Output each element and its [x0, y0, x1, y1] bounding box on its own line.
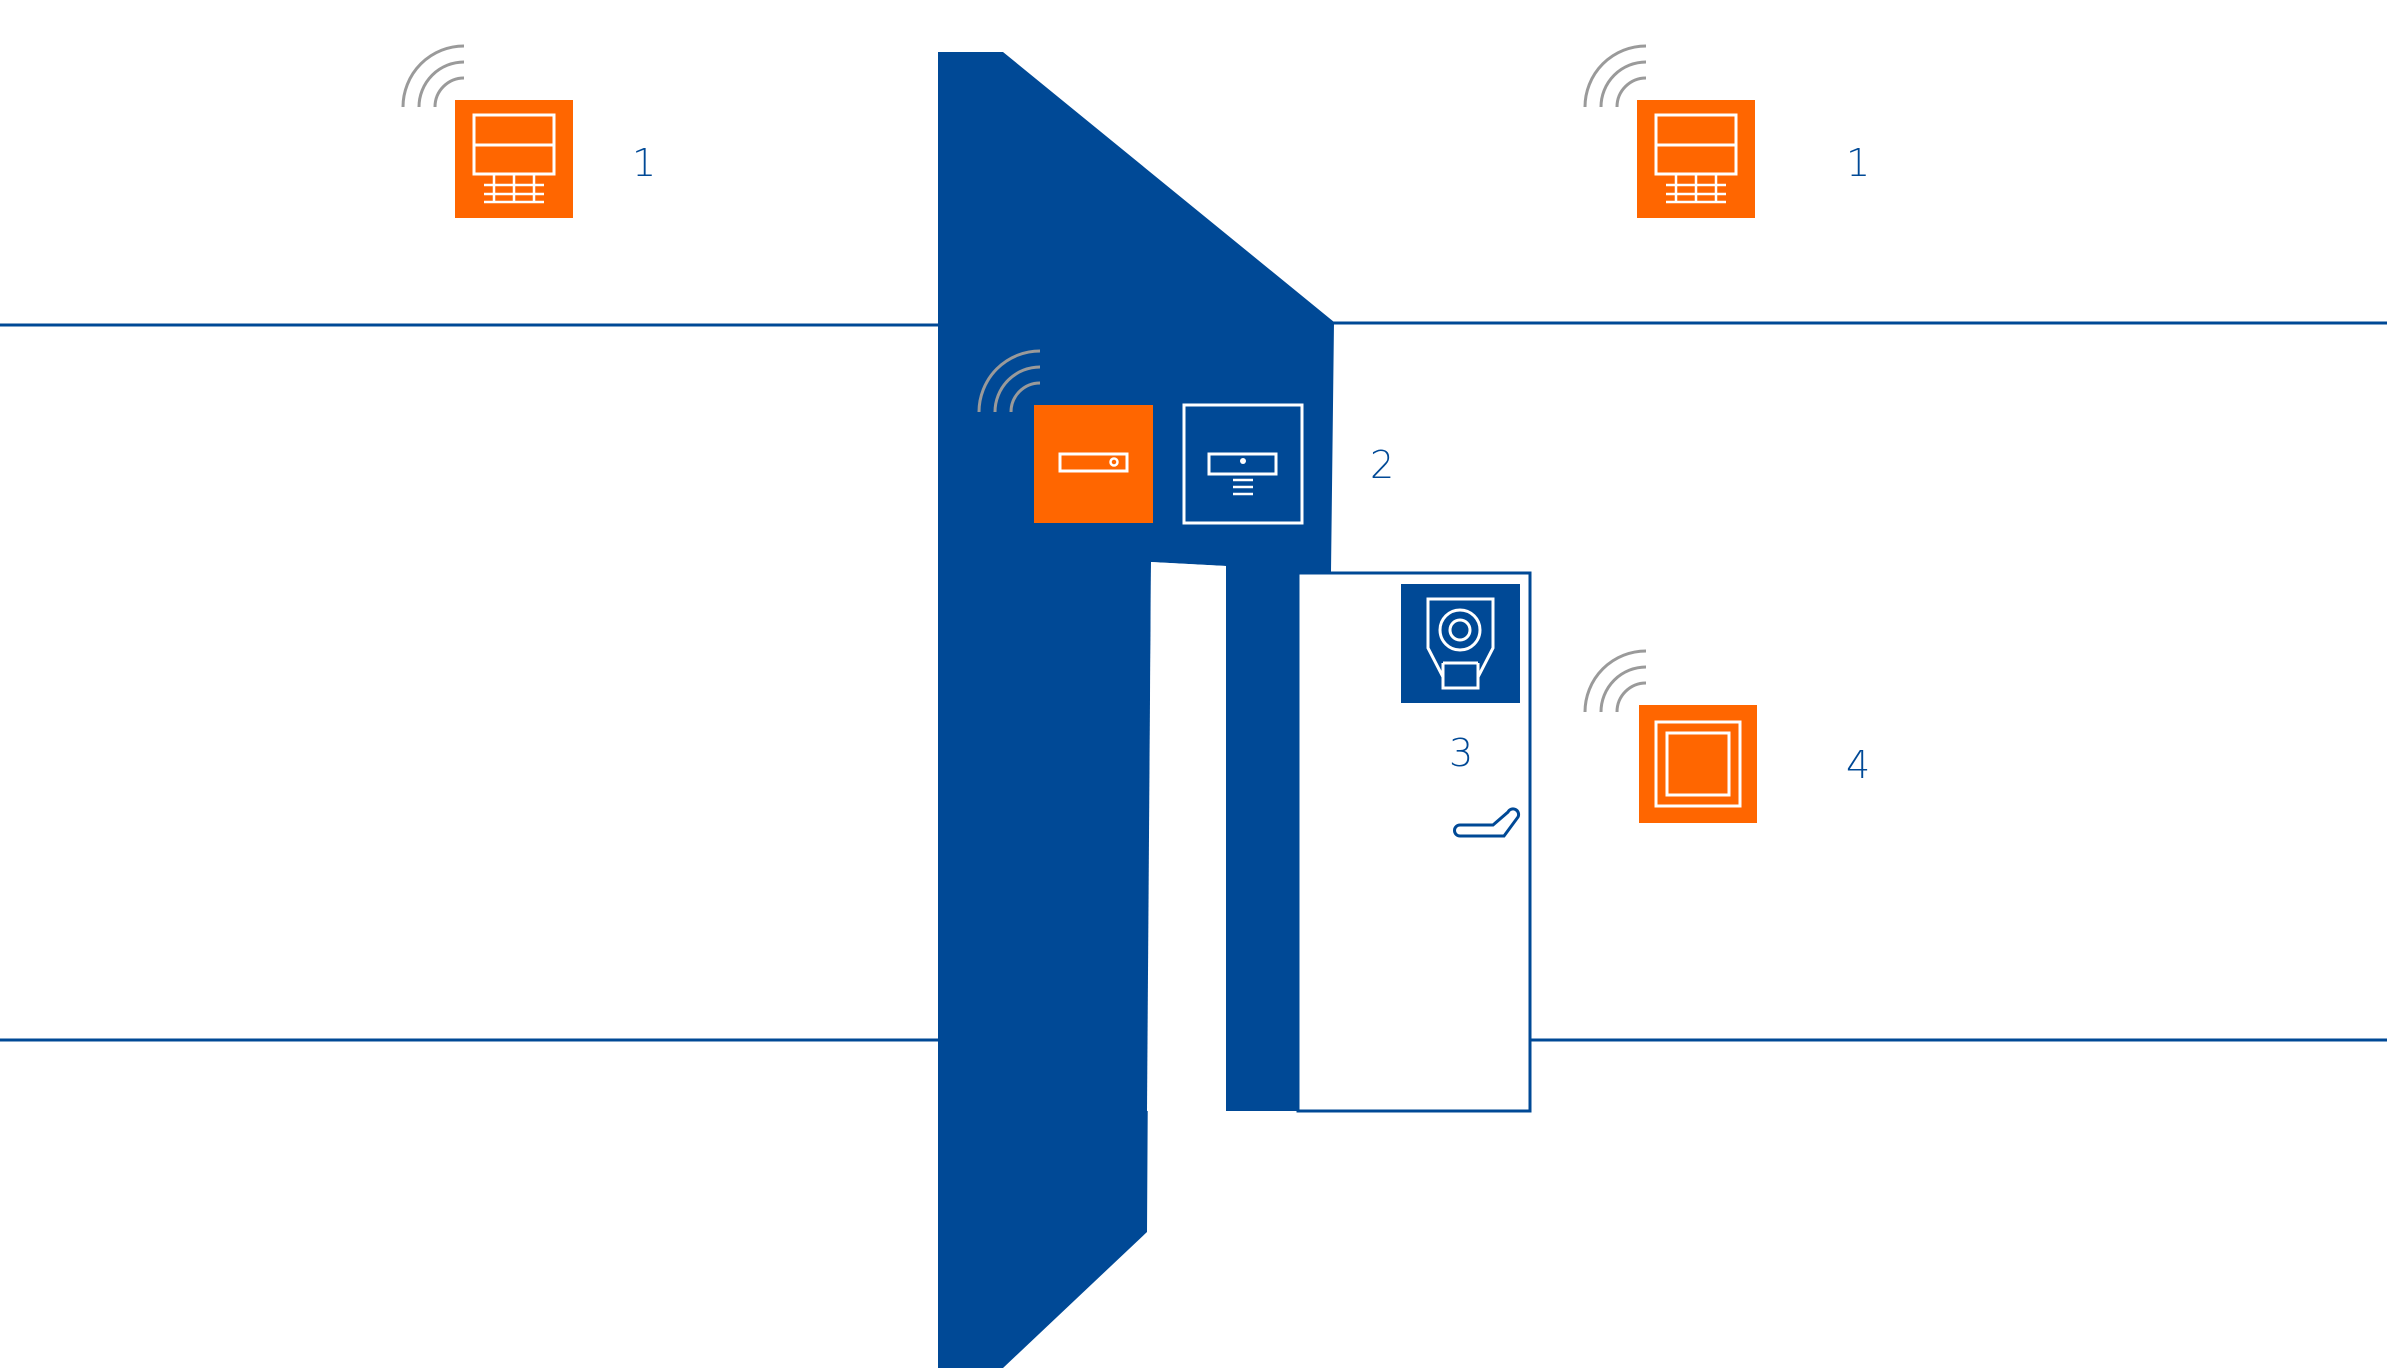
- label-switch: 4: [1846, 743, 1870, 787]
- radio-waves-icon: [401, 44, 465, 108]
- door-station-icon: [1182, 403, 1304, 525]
- doorway-opening: [1147, 562, 1226, 1111]
- label-door-lock: 3: [1449, 731, 1473, 775]
- switch-icon: [1639, 705, 1757, 823]
- door-handle-icon: [1453, 807, 1521, 838]
- blind-actuator-icon-right: [1637, 100, 1755, 218]
- label-door-station: 2: [1370, 443, 1394, 487]
- radio-waves-icon: [977, 349, 1041, 413]
- blind-actuator-icon-left: [455, 100, 573, 218]
- radio-receiver-icon: [1034, 405, 1153, 523]
- radio-waves-icon: [1583, 44, 1647, 108]
- door-frame: [1226, 566, 1298, 1111]
- label-blind-right: 1: [1846, 141, 1870, 185]
- radio-waves-icon: [1583, 649, 1647, 713]
- door-lock-icon: [1401, 584, 1520, 703]
- label-blind-left: 1: [632, 141, 656, 185]
